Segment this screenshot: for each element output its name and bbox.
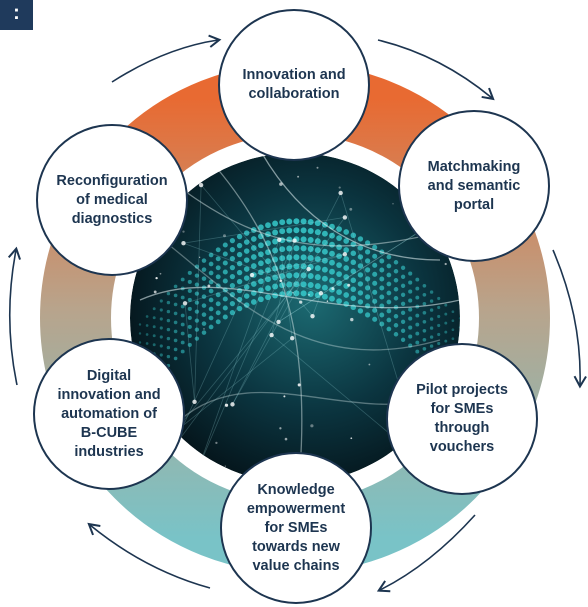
node-label: Knowledge empowerment for SMEs towards n… xyxy=(246,481,346,574)
colon-icon: : xyxy=(0,0,33,30)
node-innovation-and-collaboration: Innovation and collaboration xyxy=(218,9,370,161)
cycle-arrow xyxy=(552,249,587,389)
node-matchmaking-and-semantic-portal: Matchmaking and semantic portal xyxy=(398,110,550,262)
cycle-arrow xyxy=(111,34,222,83)
cycle-arrow xyxy=(376,514,476,593)
node-label: Pilot projects for SMEs through vouchers xyxy=(416,382,508,455)
node-reconfiguration-of-medical-diagnostics: Reconfiguration of medical diagnostics xyxy=(36,124,188,276)
cycle-arrows xyxy=(7,34,587,593)
node-label: Innovation and collaboration xyxy=(242,67,346,102)
node-label: Digital innovation and automation of B-C… xyxy=(57,367,161,460)
cycle-arrow xyxy=(87,522,211,589)
cycle-arrow xyxy=(377,39,495,101)
abstract-network-dots-image xyxy=(130,153,460,483)
node-label: Reconfiguration of medical diagnostics xyxy=(56,172,168,227)
cycle-arrow xyxy=(7,246,21,386)
node-knowledge-empowerment: Knowledge empowerment for SMEs towards n… xyxy=(220,452,372,604)
node-label: Matchmaking and semantic portal xyxy=(427,158,521,213)
node-digital-innovation: Digital innovation and automation of B-C… xyxy=(33,338,185,490)
node-pilot-projects: Pilot projects for SMEs through vouchers xyxy=(386,343,538,495)
